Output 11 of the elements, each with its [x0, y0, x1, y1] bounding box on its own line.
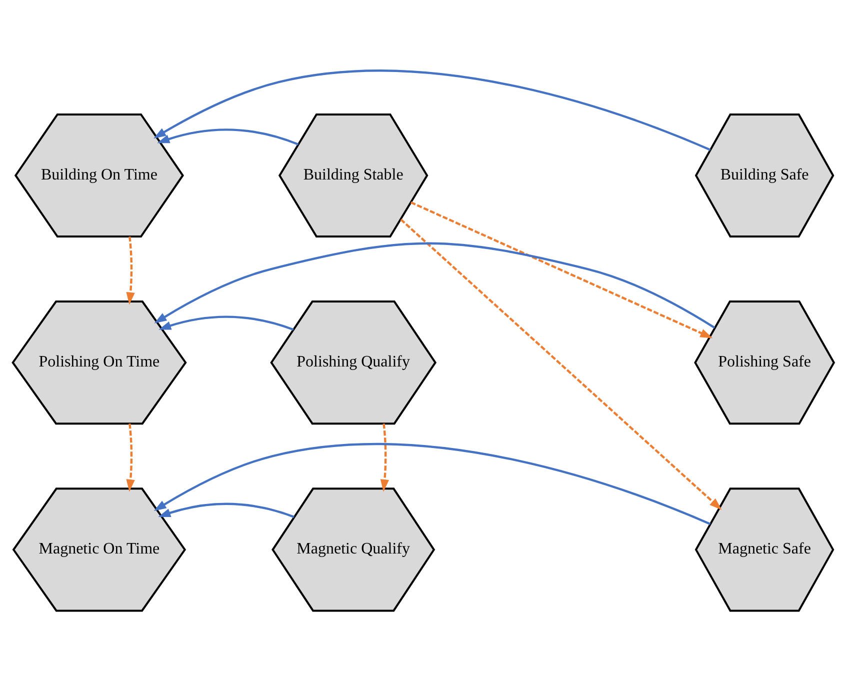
- arrow: [154, 242, 715, 329]
- arrow: [153, 70, 710, 151]
- arrow: [126, 424, 134, 492]
- arrow: [410, 201, 712, 338]
- arrow: [380, 424, 389, 492]
- arrow: [400, 218, 722, 510]
- arrow: [158, 316, 294, 331]
- arrow: [126, 236, 134, 305]
- arrow: [158, 502, 294, 518]
- arrow: [156, 128, 298, 146]
- arrow: [153, 443, 710, 525]
